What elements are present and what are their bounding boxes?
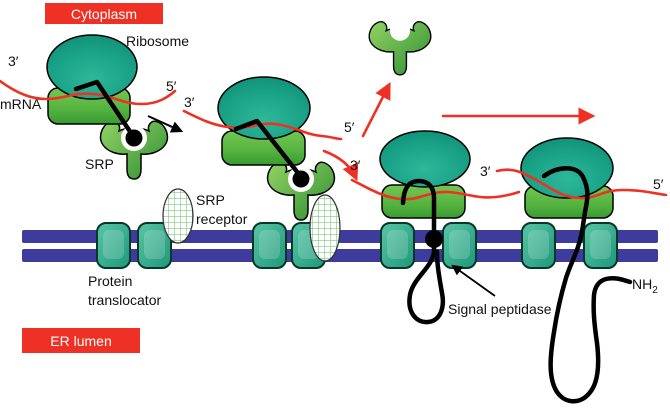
- signal-sequence-dot: [292, 170, 310, 188]
- mrna-label: mRNA: [0, 96, 42, 112]
- mrna-strand-1: [0, 79, 177, 106]
- cytoplasm-tag: Cytoplasm: [45, 3, 163, 24]
- ribosome-large-subunit: [46, 34, 138, 100]
- signal-peptide-chain-2: [233, 118, 301, 176]
- srp-receptor-label: SRP receptor: [196, 191, 247, 229]
- red-arrows: [322, 81, 596, 182]
- protein-translocator-subunit: [380, 222, 415, 269]
- three-prime-label: 3′: [184, 94, 195, 110]
- mrna-strand-3: [350, 178, 521, 201]
- five-prime-label: 5′: [344, 119, 355, 135]
- step-arrow: [147, 115, 184, 133]
- mrna-strands: [0, 79, 668, 201]
- nh2-subscript: 2: [652, 284, 658, 296]
- ribosome-1: [46, 34, 138, 125]
- five-prime-label: 5′: [653, 176, 664, 192]
- srp-receptor-label-line2: receptor: [196, 211, 248, 227]
- nh2-label: NH2: [632, 276, 658, 299]
- five-prime-label: 5′: [166, 78, 177, 94]
- three-prime-label: 3′: [480, 163, 491, 179]
- polypeptide-chains: [73, 79, 633, 404]
- protein-translocator-label: Protein translocator: [88, 272, 161, 310]
- srp-receptor: [162, 188, 194, 244]
- mrna-rethread-arrow: [322, 149, 359, 182]
- ribosome-2: [217, 76, 311, 166]
- free-srp: [368, 20, 432, 76]
- signal-peptidase-label: Signal peptidase: [448, 301, 552, 317]
- mrna-strand-4: [495, 168, 668, 200]
- ribosome-label: Ribosome: [126, 33, 190, 49]
- protein-translocator-label-line1: Protein: [88, 273, 133, 289]
- three-prime-label: 3′: [8, 53, 19, 69]
- translocating-chain-4: [541, 166, 633, 404]
- ribosome-large-subunit: [379, 130, 471, 188]
- signal-peptide-chain-1: [73, 79, 134, 136]
- protein-translocator-subunit: [96, 222, 131, 269]
- nh2-base: NH: [632, 276, 653, 292]
- srp-release-arrow: [361, 81, 391, 138]
- mrna-strand-2: [182, 109, 343, 141]
- protein-translocator-subunit: [521, 222, 556, 269]
- srp-label: SRP: [85, 156, 114, 172]
- three-prime-label: 3′: [350, 157, 361, 173]
- ribosome-large-subunit: [217, 76, 311, 140]
- srp-receptor-label-line1: SRP: [196, 192, 225, 208]
- signal-peptidase-dot: [425, 230, 443, 248]
- translocating-chain-3: [400, 178, 446, 325]
- signal-sequence-dot: [125, 129, 143, 147]
- membrane-inner-leaflet: [22, 249, 658, 262]
- protein-translocator-subunit: [583, 222, 618, 269]
- ribosome-3: [379, 130, 471, 219]
- protein-translocator-subunit: [137, 222, 172, 269]
- protein-translocators: [96, 222, 618, 269]
- protein-translocator-label-line2: translocator: [88, 292, 162, 308]
- signal-peptidase-arrow: [451, 264, 496, 297]
- er-lumen-tag: ER lumen: [22, 328, 140, 353]
- protein-translocator-subunit: [442, 222, 477, 269]
- srp-receptor: [309, 194, 341, 262]
- ribosome-small-subunit: [381, 184, 466, 219]
- protein-translocator-subunit: [252, 222, 287, 269]
